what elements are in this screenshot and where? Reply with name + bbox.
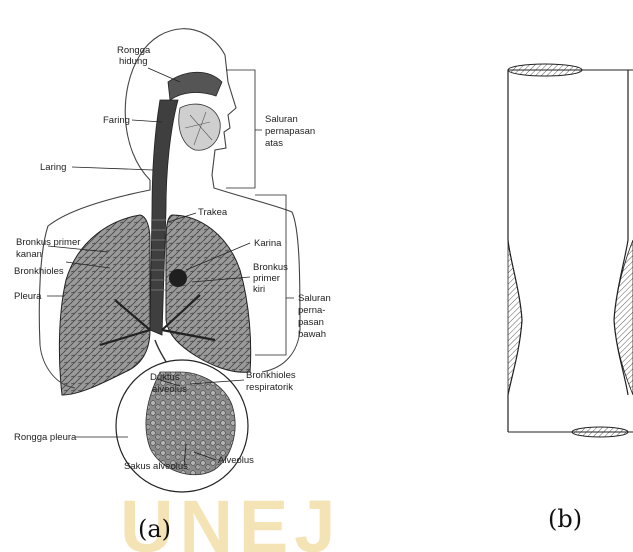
carina bbox=[169, 269, 187, 287]
label-bronkus-primer-kanan-2: kanan bbox=[16, 249, 42, 260]
caption-a: (a) bbox=[138, 515, 171, 543]
label-trakea: Trakea bbox=[198, 207, 228, 218]
label-laring: Laring bbox=[40, 162, 66, 173]
label-rongga-hidung: Rongga bbox=[117, 45, 151, 56]
label-bronkus-primer-kiri-2: primer bbox=[253, 273, 280, 284]
tube-diagram: (b) bbox=[508, 64, 633, 533]
label-saluran-bawah-2: perna- bbox=[298, 305, 325, 316]
mouth-cavity bbox=[179, 104, 220, 150]
label-saluran-atas-2: pernapasan bbox=[265, 126, 315, 137]
label-saluran-atas-1: Saluran bbox=[265, 114, 298, 125]
label-karina: Karina bbox=[254, 238, 282, 249]
label-bronkhioles-respiratorik-1: Bronkhioles bbox=[246, 370, 296, 381]
nasal-cavity bbox=[168, 72, 222, 100]
left-constriction bbox=[508, 240, 522, 395]
label-bronkhioles: Bronkhioles bbox=[14, 266, 64, 277]
label-pleura: Pleura bbox=[14, 291, 42, 302]
label-sakus-alveolus: Sakus alveolus bbox=[124, 461, 188, 472]
tube-outline bbox=[508, 70, 628, 432]
label-rongga-hidung-2: hidung bbox=[119, 56, 148, 67]
label-saluran-bawah-3: pasan bbox=[298, 317, 324, 328]
label-saluran-atas-3: atas bbox=[265, 138, 283, 149]
label-saluran-bawah-4: bawah bbox=[298, 329, 326, 340]
label-bronkhioles-respiratorik-2: respiratorik bbox=[246, 382, 293, 393]
label-duktus-alveolus-1: Duktus bbox=[150, 372, 180, 383]
label-saluran-bawah-1: Saluran bbox=[298, 293, 331, 304]
label-faring: Faring bbox=[103, 115, 130, 126]
label-duktus-alveolus-2: alveolus bbox=[152, 384, 187, 395]
caption-b: (b) bbox=[548, 505, 582, 533]
label-alveolus: Alveolus bbox=[218, 455, 254, 466]
label-bronkus-primer-kiri-3: kiri bbox=[253, 284, 265, 295]
respiratory-diagram: Rongga hidung Faring Laring Saluran pern… bbox=[14, 29, 331, 543]
label-rongga-pleura: Rongga pleura bbox=[14, 432, 77, 443]
label-bronkus-primer-kanan: Bronkus primer bbox=[16, 237, 80, 248]
label-bronkus-primer-kiri-1: Bronkus bbox=[253, 262, 288, 273]
left-lung bbox=[166, 215, 251, 372]
